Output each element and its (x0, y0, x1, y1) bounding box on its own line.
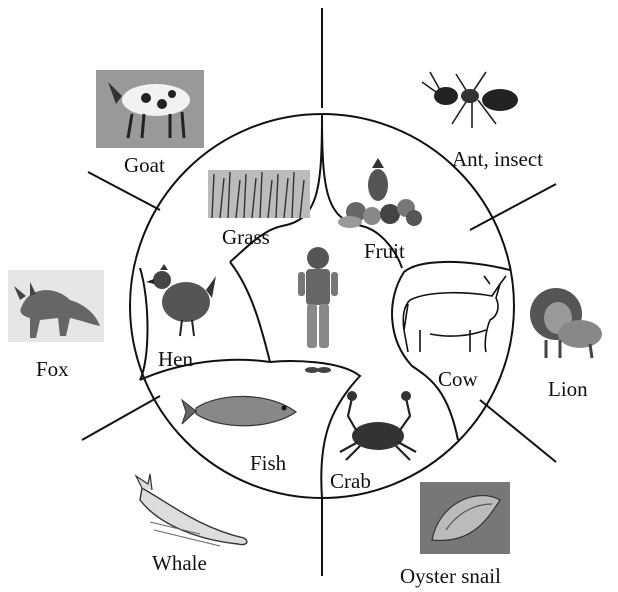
child-shoe-left (305, 367, 319, 373)
label-whale: Whale (152, 551, 207, 575)
label-fruit: Fruit (364, 239, 405, 263)
label-oyster: Oyster snail (400, 564, 501, 588)
child-arm-right (331, 272, 338, 296)
label-fox: Fox (36, 357, 69, 381)
grass-icon (208, 170, 310, 218)
label-crab: Crab (330, 469, 371, 493)
whale-icon (136, 474, 247, 546)
snail-shell-photo-icon (420, 482, 510, 554)
divider-bottom-right (480, 400, 556, 462)
label-lion: Lion (548, 377, 588, 401)
divider-top-right (470, 184, 556, 230)
child-leg-right (319, 304, 329, 348)
child-arm-left (298, 272, 305, 296)
fruit-basket-icon (338, 158, 422, 228)
label-grass: Grass (222, 225, 270, 249)
boundary-hen-grass (140, 268, 148, 380)
child-body (306, 269, 330, 305)
lion-photo-icon (530, 288, 602, 358)
divider-bottom-left (82, 396, 160, 440)
child-figure (298, 247, 338, 373)
label-ant: Ant, insect (452, 147, 543, 171)
label-fish: Fish (250, 451, 287, 475)
label-goat: Goat (124, 153, 165, 177)
child-shoe-right (317, 367, 331, 373)
child-leg-left (307, 304, 317, 348)
cow-icon (403, 276, 506, 352)
fish-icon (182, 396, 296, 425)
label-cow: Cow (438, 367, 479, 391)
crab-icon (340, 391, 416, 460)
boundary-hen-center (230, 262, 270, 362)
ant-icon (422, 72, 518, 128)
fox-photo-icon (8, 270, 104, 342)
goat-photo-icon (96, 70, 204, 148)
divider-top-left (88, 172, 160, 210)
child-head (307, 247, 329, 269)
label-hen: Hen (158, 347, 193, 371)
hen-icon (146, 264, 216, 336)
